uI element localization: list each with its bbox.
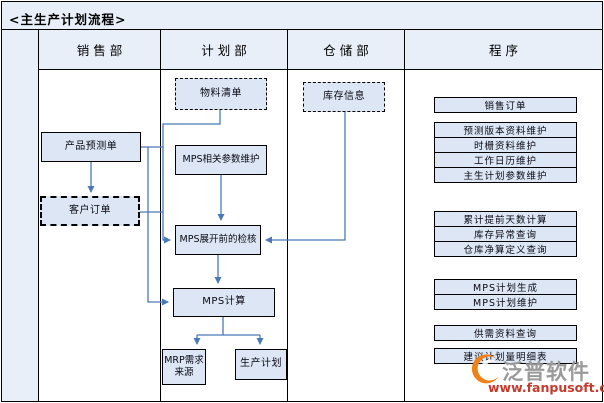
program-label: 时栅资料维护 bbox=[473, 141, 537, 152]
program-supply-demand-query: 供需资料查询 bbox=[434, 325, 577, 341]
lane-header-sales-label: 销售部 bbox=[76, 43, 127, 58]
program-label: MPS计划维护 bbox=[473, 298, 538, 309]
program-label: 供需资料查询 bbox=[473, 329, 537, 340]
node-product-forecast-label: 产品预测单 bbox=[64, 140, 118, 152]
left-margin-strip bbox=[2, 30, 38, 401]
node-product-forecast: 产品预测单 bbox=[41, 132, 141, 162]
program-inventory-exception-query: 库存异常查询 bbox=[434, 226, 577, 242]
node-mps-precheck: MPS展开前的检核 bbox=[175, 225, 261, 255]
program-label: 销售订单 bbox=[484, 101, 527, 112]
lane-body-warehouse bbox=[287, 70, 404, 401]
program-label: 工作日历维护 bbox=[473, 156, 537, 167]
program-sales-order: 销售订单 bbox=[434, 97, 577, 113]
program-mps-plan-maint: MPS计划维护 bbox=[434, 294, 577, 310]
lane-header-program-label: 程序 bbox=[488, 43, 522, 58]
program-forecast-version-maint: 预测版本资料维护 bbox=[434, 122, 577, 138]
page-title: <主生产计划流程> bbox=[9, 12, 127, 27]
program-label: 建议计划量明细表 bbox=[463, 352, 548, 363]
node-mps-calc: MPS计算 bbox=[173, 288, 275, 317]
node-mps-params-label: MPS相关参数维护 bbox=[182, 154, 260, 166]
node-inventory-info-label: 库存信息 bbox=[323, 90, 365, 102]
program-work-calendar-maint: 工作日历维护 bbox=[434, 152, 577, 168]
program-label: 库存异常查询 bbox=[473, 230, 537, 241]
program-cum-leadtime-calc: 累计提前天数计算 bbox=[434, 211, 577, 227]
node-bom-label: 物料清单 bbox=[200, 87, 242, 99]
node-bom: 物料清单 bbox=[175, 78, 267, 110]
lane-body-sales bbox=[38, 70, 160, 401]
title-bar: <主生产计划流程> bbox=[2, 2, 602, 30]
program-label: MPS计划生成 bbox=[473, 283, 538, 294]
program-mps-plan-generate: MPS计划生成 bbox=[434, 279, 577, 295]
program-label: 预测版本资料维护 bbox=[463, 126, 548, 137]
program-suggested-plan-report: 建议计划量明细表 bbox=[434, 348, 577, 364]
program-mps-param-maint: 主生计划参数维护 bbox=[434, 167, 577, 183]
program-warehouse-netting-query: 仓库净算定义查询 bbox=[434, 241, 577, 257]
lane-header-warehouse: 仓储部 bbox=[287, 30, 404, 70]
node-mps-calc-label: MPS计算 bbox=[202, 296, 246, 308]
node-prod-plan-label: 生产计划 bbox=[240, 358, 282, 370]
program-label: 累计提前天数计算 bbox=[463, 215, 548, 226]
lane-header-planning-label: 计划部 bbox=[201, 43, 251, 58]
node-mps-params: MPS相关参数维护 bbox=[175, 145, 267, 175]
lane-header-sales: 销售部 bbox=[38, 30, 160, 70]
node-inventory-info: 库存信息 bbox=[303, 82, 385, 112]
node-customer-order-label: 客户订单 bbox=[69, 204, 111, 216]
node-customer-order: 客户订单 bbox=[40, 196, 140, 226]
lane-header-planning: 计划部 bbox=[160, 30, 287, 70]
node-mps-precheck-label: MPS展开前的检核 bbox=[179, 234, 257, 246]
node-mrp-source: MRP需求来源 bbox=[162, 349, 206, 385]
program-time-bucket-maint: 时栅资料维护 bbox=[434, 137, 577, 153]
program-label: 主生计划参数维护 bbox=[463, 171, 548, 182]
node-prod-plan: 生产计划 bbox=[235, 349, 287, 380]
program-label: 仓库净算定义查询 bbox=[463, 245, 548, 256]
lane-header-program: 程序 bbox=[404, 30, 602, 70]
lane-header-warehouse-label: 仓储部 bbox=[323, 43, 373, 58]
node-mrp-source-label: MRP需求来源 bbox=[164, 355, 204, 378]
